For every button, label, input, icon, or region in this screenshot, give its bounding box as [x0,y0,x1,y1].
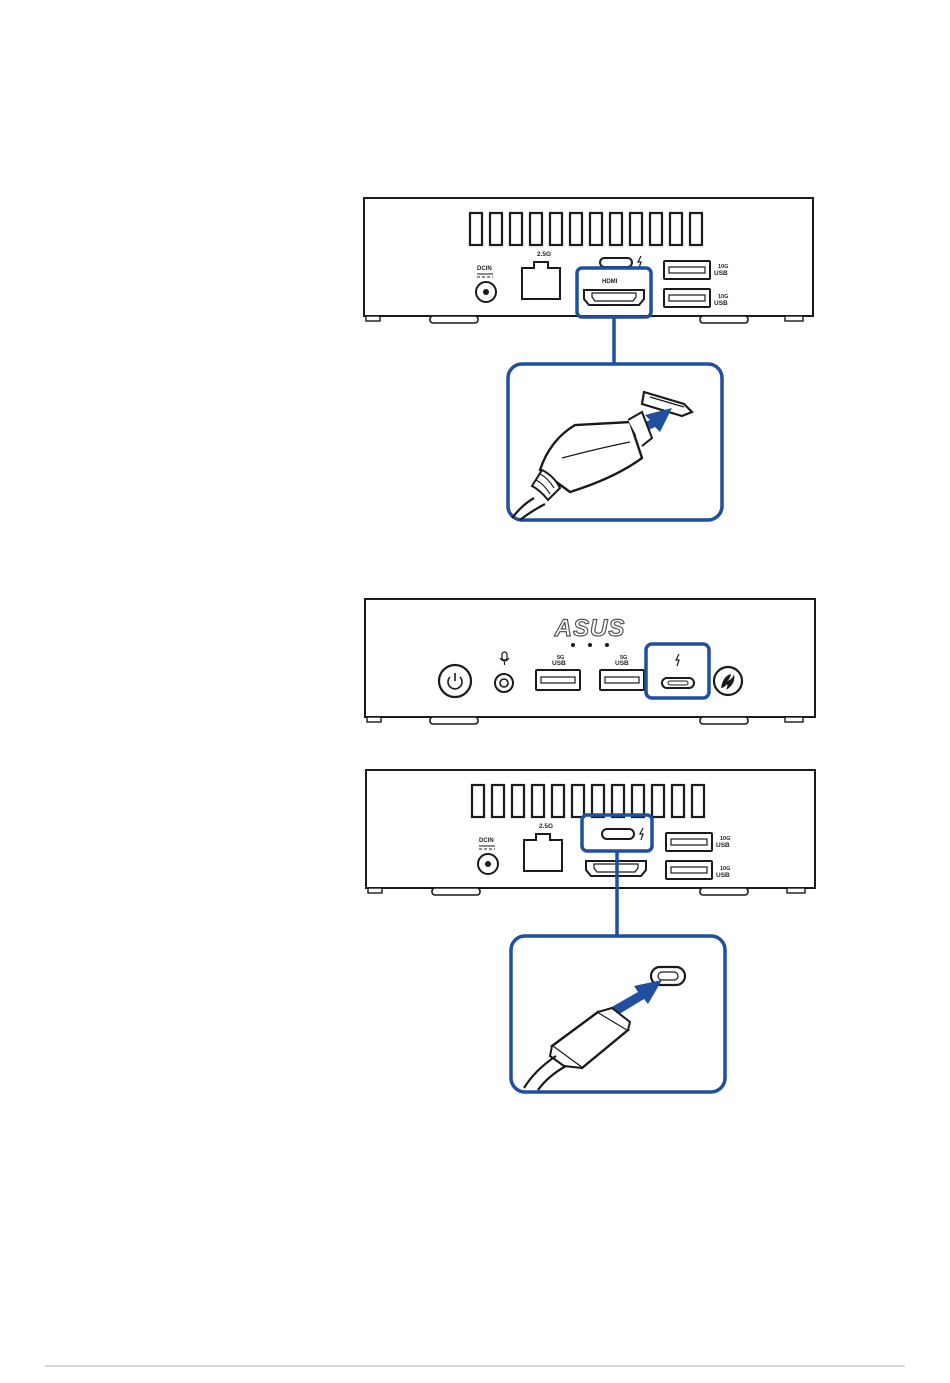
rear-usb-a-bottom[interactable] [666,861,712,879]
front-usb-c-port[interactable] [662,678,694,688]
usb-bottom-label: USB [714,300,728,307]
front-usb-right-label: USB [615,660,629,667]
lan-port[interactable] [522,262,560,299]
usb-top-label: USB [716,842,730,849]
asus-logo: ASUS [554,615,626,642]
footer-rule [45,1365,905,1367]
dc-in-label: DCIN [479,838,494,844]
front-usb-a-right[interactable] [600,670,644,690]
rear-usb-a-top[interactable] [666,833,712,851]
led-dot [588,643,592,647]
led-dot [605,643,609,647]
dc-in-label: DCIN [477,266,492,272]
hdmi-cable-callout [508,364,722,520]
lan-label: 2.5G [537,251,551,258]
led-dot [571,643,575,647]
rear-panel-2: DCIN 2.5G 10G USB 10G USB [366,770,815,895]
usb-bottom-label: USB [716,872,730,879]
rear-usb-c-port[interactable] [602,829,634,839]
front-panel: ASUS 5G USB 5G USB [365,599,815,724]
hdmi-label: HDMI [602,279,618,285]
rear-usb-a-bottom[interactable] [664,289,710,307]
lan-port[interactable] [524,834,562,871]
rear-usb-a-top[interactable] [664,261,710,279]
usb-c-cable-callout [511,936,725,1092]
usb-top-label: USB [714,270,728,277]
lan-label: 2.5G [539,823,553,830]
front-usb-left-label: USB [552,660,566,667]
front-usb-a-left[interactable] [536,670,580,690]
rear-panel-1: DCIN 2.5G HDMI 10G USB 10G USB [364,198,813,323]
rear-usb-c-port[interactable] [600,258,632,267]
